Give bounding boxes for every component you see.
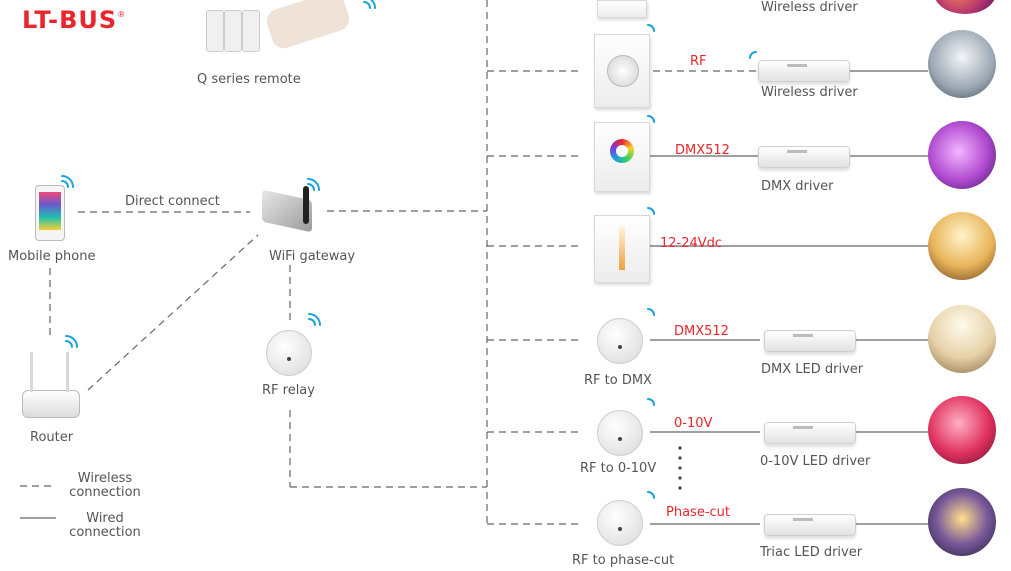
wifi-icon [65,335,78,348]
scene-photo [928,30,996,98]
rf-to-dmx-label: RF to DMX [584,373,652,388]
wifi-icon [647,398,655,406]
wifi-icon [61,175,74,188]
scene-photo [928,212,996,280]
remote-icon [242,10,260,52]
driver-label: Wireless driver [761,85,858,100]
driver-icon [764,330,856,352]
remote-icon [206,10,224,52]
router-antenna [66,352,69,392]
signal-label: 0-10V [674,416,713,431]
brand-logo: LT-BUS® [22,6,127,34]
wifi-icon [647,115,655,123]
scene-photo [928,305,996,373]
driver-icon [758,146,850,168]
panel-icon [594,122,650,192]
relay-icon [597,500,643,546]
gateway-antenna [303,186,309,224]
router-antenna [30,352,33,392]
driver-icon [764,514,856,536]
wifi-gateway-label: WiFi gateway [269,249,356,264]
signal-label: DMX512 [675,143,730,158]
driver-label: Triac LED driver [760,545,863,560]
driver-label: DMX LED driver [761,362,864,377]
router-icon [22,390,80,418]
panel-icon [594,215,650,283]
wifi-icon [307,178,320,191]
wifi-icon [647,24,655,32]
router-label: Router [30,430,74,445]
signal-label: DMX512 [674,324,729,339]
scene-photo [928,396,996,464]
panel-icon [594,34,650,108]
signal-label: RF [690,54,707,69]
panel-icon [597,0,647,18]
phone-icon [35,185,65,241]
wifi-icon [647,308,655,316]
driver-label: 0-10V LED driver [760,454,871,469]
wifi-icon [749,51,757,59]
signal-label: 12-24Vdc [660,236,723,251]
rf-to-phase-label: RF to phase-cut [572,553,675,568]
driver-icon [758,60,850,82]
rf-relay-label: RF relay [262,383,315,398]
scene-photo [928,121,996,189]
wifi-icon [647,207,655,215]
remote-icon [224,10,242,52]
relay-icon [266,330,312,376]
direct-connect-label: Direct connect [125,194,220,209]
scene-photo [934,0,996,14]
wifi-icon [363,0,376,9]
scene-photo [928,488,996,556]
driver-label: Wireless driver [761,0,858,15]
driver-icon [764,422,856,444]
driver-label: DMX driver [761,179,834,194]
relay-icon [597,410,643,456]
legend-wired: Wired connection [69,511,141,540]
wifi-icon [308,313,321,326]
wifi-icon [647,491,655,499]
relay-icon [597,318,643,364]
rf-to-010v-label: RF to 0-10V [580,461,657,476]
q-remote-label: Q series remote [197,72,301,87]
mobile-phone-label: Mobile phone [8,249,96,264]
legend-wireless: Wireless connection [69,471,141,500]
signal-label: Phase-cut [666,505,730,520]
